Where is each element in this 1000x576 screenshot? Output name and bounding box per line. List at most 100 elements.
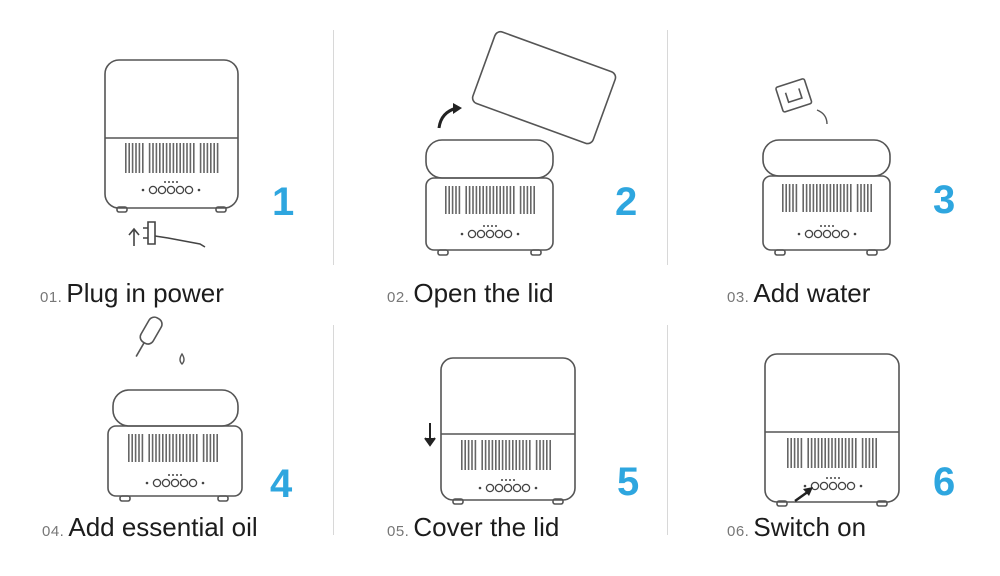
control-button-icon xyxy=(503,483,513,493)
step-2-caption: 02.Open the lid xyxy=(387,280,554,306)
control-button-icon xyxy=(188,478,198,488)
control-button-icon xyxy=(813,229,823,239)
water-drop-icon xyxy=(816,109,828,125)
diffuser-body xyxy=(764,353,900,503)
step-5-caption: 05.Cover the lid xyxy=(387,514,559,540)
control-button-icon xyxy=(494,483,504,493)
diffuser-base xyxy=(107,425,243,497)
vent-grille xyxy=(128,434,218,462)
control-buttons xyxy=(460,225,520,239)
step-4-number: 4 xyxy=(270,462,293,506)
control-button-icon xyxy=(170,478,180,488)
step-6-illustration xyxy=(764,353,900,507)
diffuser-base xyxy=(425,177,554,251)
control-button-icon xyxy=(828,481,838,491)
divider-vertical-3 xyxy=(333,325,334,535)
step-1-label: Plug in power xyxy=(66,278,224,308)
step-4-panel: 4 04.Add essential oil xyxy=(0,288,333,576)
control-button-icon xyxy=(184,185,194,195)
step-4-caption: 04.Add essential oil xyxy=(42,514,258,540)
diffuser-foot xyxy=(215,206,227,213)
step-1-illustration xyxy=(104,59,239,248)
control-button-icon xyxy=(161,478,171,488)
control-button-icon xyxy=(494,229,504,239)
control-button-icon xyxy=(846,481,856,491)
step-1-number: 1 xyxy=(272,180,295,224)
control-button-icon xyxy=(831,229,841,239)
control-buttons xyxy=(797,225,857,239)
step-1-caption: 01.Plug in power xyxy=(40,280,224,306)
step-3-illustration xyxy=(762,78,891,256)
control-button-icon xyxy=(822,229,832,239)
step-3-number: 3 xyxy=(933,178,956,222)
open-diffuser-rim xyxy=(762,139,891,177)
control-buttons xyxy=(141,181,201,195)
step-5-panel: 5 05.Cover the lid xyxy=(333,288,666,576)
step-2-illustration xyxy=(425,30,617,256)
vent-grille xyxy=(787,438,877,468)
step-5-index: 05. xyxy=(387,523,410,540)
control-button-icon xyxy=(840,229,850,239)
dropper-bottle-icon xyxy=(135,316,163,357)
vent-grille xyxy=(125,143,219,173)
control-button-icon xyxy=(179,478,189,488)
control-button-icon xyxy=(837,481,847,491)
step-4-illustration xyxy=(107,316,243,502)
control-buttons xyxy=(803,477,863,491)
step-6-panel: 6 06.Switch on xyxy=(667,288,1000,576)
open-diffuser-rim xyxy=(112,389,239,427)
control-button-icon xyxy=(467,229,477,239)
step-3-label: Add water xyxy=(753,278,871,308)
control-button-icon xyxy=(819,481,829,491)
control-button-icon xyxy=(476,229,486,239)
diffuser-body xyxy=(104,59,239,209)
step-1-index: 01. xyxy=(40,289,63,306)
pointer-arrow-icon xyxy=(794,487,813,503)
control-button-icon xyxy=(157,185,167,195)
control-button-icon xyxy=(512,483,522,493)
divider-vertical-4 xyxy=(667,325,668,535)
vent-grille xyxy=(782,184,872,212)
control-button-icon xyxy=(503,229,513,239)
open-lid-rim xyxy=(425,139,554,179)
down-arrow-icon xyxy=(424,423,436,447)
step-2-panel: 2 02.Open the lid xyxy=(333,0,666,306)
water-cup-icon xyxy=(775,78,813,113)
step-4-label: Add essential oil xyxy=(68,512,258,542)
step-5-label: Cover the lid xyxy=(413,512,560,542)
step-4-index: 04. xyxy=(42,523,65,540)
step-2-label: Open the lid xyxy=(413,278,554,308)
step-5-illustration xyxy=(424,357,576,505)
control-button-icon xyxy=(485,229,495,239)
step-5-number: 5 xyxy=(617,460,640,504)
control-button-icon xyxy=(148,185,158,195)
control-button-icon xyxy=(485,483,495,493)
diffuser-body xyxy=(440,357,576,501)
oil-drop-icon xyxy=(179,352,185,365)
control-button-icon xyxy=(521,483,531,493)
power-plug-icon xyxy=(128,221,206,248)
step-2-index: 02. xyxy=(387,289,410,306)
step-1-panel: 1 01.Plug in power xyxy=(0,0,333,306)
diffuser-base xyxy=(762,175,891,251)
control-button-icon xyxy=(804,229,814,239)
control-button-icon xyxy=(175,185,185,195)
divider-vertical-2 xyxy=(667,30,668,265)
step-2-number: 2 xyxy=(615,180,638,224)
divider-vertical-1 xyxy=(333,30,334,265)
detached-lid xyxy=(471,30,617,145)
control-buttons xyxy=(478,479,538,493)
step-6-number: 6 xyxy=(933,460,956,504)
step-6-index: 06. xyxy=(727,523,750,540)
step-6-caption: 06.Switch on xyxy=(727,514,866,540)
vent-grille xyxy=(445,186,535,214)
arrow-head-icon xyxy=(453,103,462,114)
step-3-index: 03. xyxy=(727,289,750,306)
control-button-icon xyxy=(166,185,176,195)
vent-grille xyxy=(461,440,551,470)
control-buttons xyxy=(145,474,205,488)
step-3-caption: 03.Add water xyxy=(727,280,870,306)
control-button-icon xyxy=(810,481,820,491)
step-3-panel: 3 03.Add water xyxy=(667,0,1000,306)
step-6-label: Switch on xyxy=(753,512,867,542)
